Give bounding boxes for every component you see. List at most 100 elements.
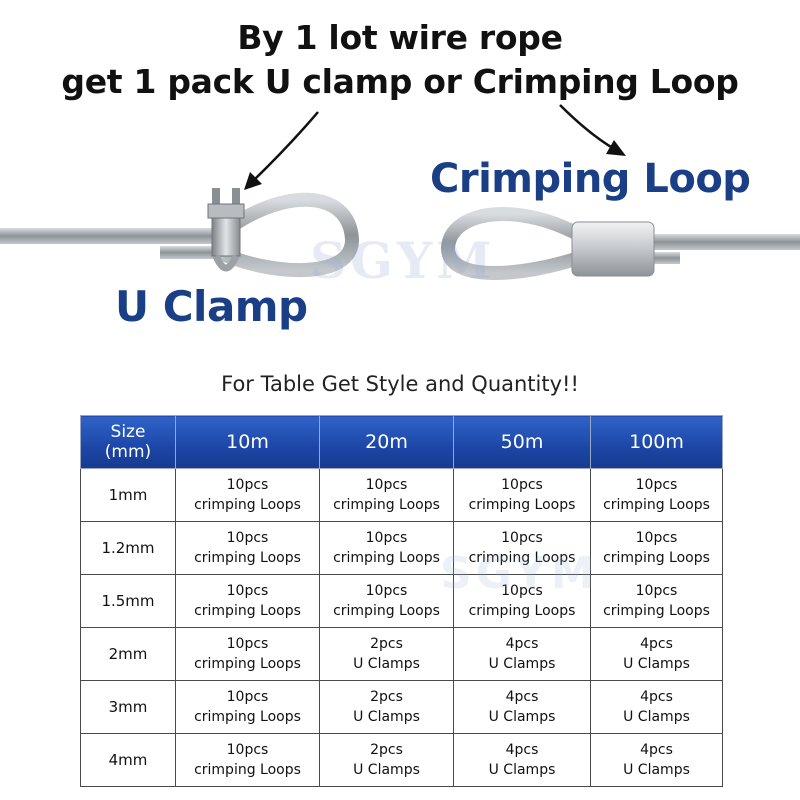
arrow-to-crimping-loop-icon [559, 104, 626, 156]
quantity-count: 4pcs [505, 689, 539, 705]
quantity-item: crimping Loops [603, 550, 710, 566]
quantity-count: 4pcs [640, 742, 673, 758]
size-cell: 1.2mm [80, 521, 176, 575]
quantity-cell: 10pcs crimping Loops [319, 521, 454, 575]
quantity-count: 10pcs [365, 530, 408, 546]
quantity-cell: 4pcs U Clamps [453, 680, 591, 734]
quantity-cell: 4pcs U Clamps [453, 627, 591, 681]
quantity-item: U Clamps [623, 656, 690, 672]
u-clamp-label: U Clamp [115, 282, 308, 331]
quantity-table: Size(mm) 10m 20m 50m 100m 1mm 10pcs crimpi… [80, 415, 723, 787]
quantity-count: 10pcs [635, 530, 678, 546]
quantity-count: 2pcs [370, 689, 403, 705]
quantity-item: crimping Loops [468, 550, 576, 566]
quantity-item: crimping Loops [333, 497, 440, 513]
quantity-count: 10pcs [226, 742, 269, 758]
quantity-cell: 4pcs U Clamps [590, 733, 723, 787]
table-caption: For Table Get Style and Quantity!! [221, 372, 579, 396]
quantity-count: 10pcs [501, 477, 543, 493]
quantity-count: 10pcs [635, 583, 678, 599]
size-cell: 1.5mm [80, 574, 176, 628]
quantity-cell: 10pcs crimping Loops [319, 574, 454, 628]
quantity-item: U Clamps [623, 709, 690, 725]
quantity-count: 4pcs [505, 742, 539, 758]
quantity-cell: 10pcs crimping Loops [175, 574, 320, 628]
quantity-count: 10pcs [635, 477, 678, 493]
table-row: 1.2mm 10pcs crimping Loops 10pcs crimping Lo… [80, 521, 723, 575]
quantity-cell: 4pcs U Clamps [453, 733, 591, 787]
header-size: Size(mm) [80, 415, 176, 469]
quantity-count: 4pcs [640, 636, 673, 652]
quantity-count: 10pcs [226, 636, 269, 652]
quantity-cell: 10pcs crimping Loops [590, 521, 723, 575]
quantity-count: 10pcs [501, 530, 543, 546]
quantity-item: U Clamps [488, 762, 556, 778]
quantity-count: 10pcs [365, 583, 408, 599]
quantity-item: U Clamps [488, 656, 556, 672]
quantity-item: crimping Loops [468, 603, 576, 619]
quantity-cell: 10pcs crimping Loops [319, 468, 454, 522]
quantity-cell: 10pcs crimping Loops [590, 574, 723, 628]
header-50m: 50m [453, 415, 591, 469]
size-cell: 4mm [80, 733, 176, 787]
table-row: 1.5mm 10pcs crimping Loops 10pcs crimping Lo… [80, 574, 723, 628]
quantity-item: crimping Loops [194, 497, 301, 513]
u-clamp-cable [0, 192, 360, 277]
quantity-item: crimping Loops [333, 550, 440, 566]
table-row: 1mm 10pcs crimping Loops 10pcs crimping Loop… [80, 468, 723, 522]
header-20m: 20m [319, 415, 454, 469]
crimping-loop-label: Crimping Loop [430, 156, 751, 202]
quantity-item: crimping Loops [468, 497, 576, 513]
quantity-item: U Clamps [488, 709, 556, 725]
u-clamp-icon [207, 188, 245, 272]
size-cell: 3mm [80, 680, 176, 734]
quantity-count: 10pcs [501, 583, 543, 599]
quantity-item: crimping Loops [194, 709, 301, 725]
quantity-item: U Clamps [353, 762, 420, 778]
quantity-cell: 10pcs crimping Loops [453, 521, 591, 575]
quantity-cell: 10pcs crimping Loops [453, 574, 591, 628]
quantity-cell: 2pcs U Clamps [319, 627, 454, 681]
header-10m: 10m [175, 415, 320, 469]
table-header-row: Size(mm) 10m 20m 50m 100m [80, 415, 723, 469]
header-size-line: (mm) [104, 442, 152, 462]
quantity-cell: 2pcs U Clamps [319, 680, 454, 734]
watermark-text: SGYM [310, 231, 496, 290]
quantity-count: 4pcs [640, 689, 673, 705]
quantity-cell: 10pcs crimping Loops [175, 733, 320, 787]
headline-line-1: By 1 lot wire rope [237, 18, 563, 57]
quantity-item: crimping Loops [603, 603, 710, 619]
quantity-item: crimping Loops [194, 550, 301, 566]
quantity-item: crimping Loops [194, 603, 301, 619]
quantity-count: 10pcs [226, 530, 269, 546]
quantity-item: crimping Loops [333, 603, 440, 619]
quantity-cell: 4pcs U Clamps [590, 680, 723, 734]
header-100m: 100m [590, 415, 723, 469]
quantity-item: U Clamps [353, 656, 420, 672]
wire-rope-illustration: SGYM [0, 104, 800, 290]
crimping-sleeve-icon [571, 221, 655, 277]
headline-line-2: get 1 pack U clamp or Crimping Loop [61, 62, 739, 101]
quantity-item: crimping Loops [194, 762, 301, 778]
quantity-cell: 10pcs crimping Loops [175, 521, 320, 575]
arrow-to-u-clamp-icon [244, 111, 319, 190]
size-cell: 1mm [80, 468, 176, 522]
quantity-count: 4pcs [505, 636, 539, 652]
quantity-cell: 10pcs crimping Loops [453, 468, 591, 522]
quantity-item: U Clamps [353, 709, 420, 725]
quantity-count: 2pcs [370, 636, 403, 652]
quantity-count: 10pcs [365, 477, 408, 493]
quantity-item: U Clamps [623, 762, 690, 778]
quantity-count: 10pcs [226, 583, 269, 599]
size-cell: 2mm [80, 627, 176, 681]
quantity-cell: 4pcs U Clamps [590, 627, 723, 681]
header-size-line: Size [110, 422, 146, 442]
